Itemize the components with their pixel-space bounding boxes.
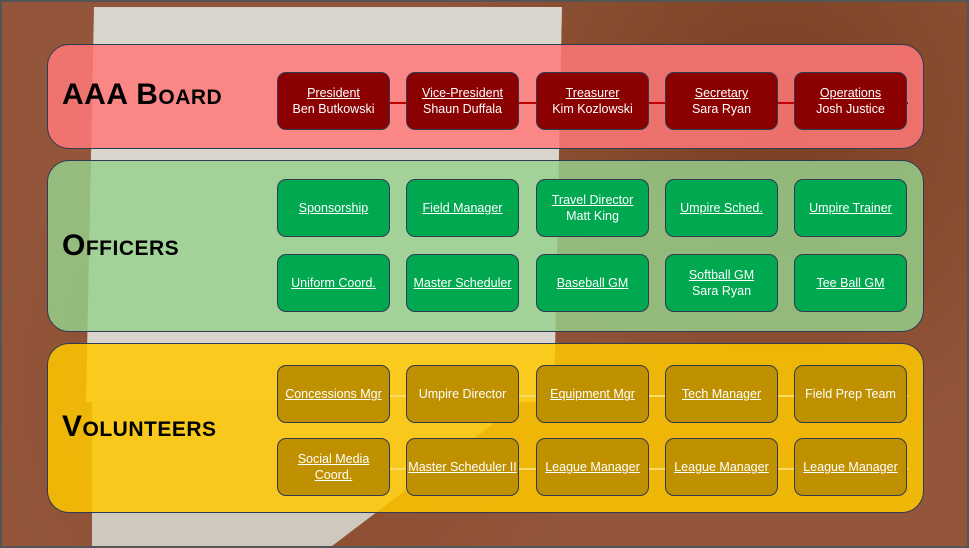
position-holder-name: Kim Kozlowski [552,102,633,116]
position-role[interactable]: League Manager [803,460,898,474]
position-role[interactable]: Softball GM [688,268,755,282]
volunteers-title: Volunteers [62,410,217,443]
position-role[interactable]: Master Scheduler [413,276,512,290]
position-holder-name: Sara Ryan [691,284,752,298]
position-role[interactable]: Operations [819,86,882,100]
position-role[interactable]: Tech Manager [681,387,762,401]
position-role[interactable]: Tee Ball GM [816,276,885,290]
volunteers-position-box[interactable]: Social Media Coord. [277,438,390,496]
position-role[interactable]: Travel Director [551,193,634,207]
position-holder-name: Shaun Duffala [423,102,502,116]
position-holder-name: Matt King [566,209,619,223]
volunteers-position-box[interactable]: Concessions Mgr [277,365,390,423]
position-role[interactable]: League Manager [674,460,769,474]
position-role[interactable]: Secretary [694,86,749,100]
officers-title: Officers [62,229,180,262]
officers-position-box[interactable]: Uniform Coord. [277,254,390,312]
officers-position-box[interactable]: Sponsorship [277,179,390,237]
position-role[interactable]: Sponsorship [298,201,369,215]
position-role[interactable]: Field Prep Team [805,387,896,401]
position-role[interactable]: President [307,86,360,100]
board-title: AAA Board [62,78,223,111]
position-role[interactable]: Social Media Coord. [297,452,370,482]
officers-position-box[interactable]: Field Manager [406,179,519,237]
volunteers-position-box[interactable]: Field Prep Team [794,365,907,423]
officers-panel: Officers Sponsorship Field Manager Travel … [47,160,924,332]
position-role[interactable]: Uniform Coord. [291,276,376,290]
volunteers-position-box[interactable]: League Manager [665,438,778,496]
volunteers-panel: Volunteers Concessions Mgr Umpire Directo… [47,343,924,513]
position-role[interactable]: Umpire Sched. [680,201,763,215]
volunteers-position-box[interactable]: Tech Manager [665,365,778,423]
volunteers-position-box[interactable]: League Manager [794,438,907,496]
officers-position-box[interactable]: Umpire Sched. [665,179,778,237]
position-role[interactable]: Master Scheduler II [408,460,517,474]
position-role[interactable]: Umpire Director [418,387,507,401]
position-role[interactable]: Treasurer [565,86,620,100]
volunteers-position-box[interactable]: Umpire Director [406,365,519,423]
volunteers-position-box[interactable]: League Manager [536,438,649,496]
position-holder-name: Sara Ryan [691,102,752,116]
officers-position-box[interactable]: Umpire Trainer [794,179,907,237]
position-holder-name: Ben Butkowski [292,102,375,116]
position-holder-name: Josh Justice [816,102,885,116]
position-role[interactable]: Field Manager [422,201,503,215]
officers-position-box[interactable]: Master Scheduler [406,254,519,312]
officers-position-box[interactable]: Baseball GM [536,254,649,312]
volunteers-position-box[interactable]: Equipment Mgr [536,365,649,423]
position-role[interactable]: Equipment Mgr [550,387,635,401]
position-role[interactable]: League Manager [545,460,640,474]
position-role[interactable]: Baseball GM [556,276,629,290]
officers-position-box[interactable]: Softball GM Sara Ryan [665,254,778,312]
position-role[interactable]: Vice-President [421,86,504,100]
position-role[interactable]: Umpire Trainer [809,201,892,215]
position-role[interactable]: Concessions Mgr [285,387,382,401]
volunteers-position-box[interactable]: Master Scheduler II [406,438,519,496]
officers-position-box[interactable]: Tee Ball GM [794,254,907,312]
